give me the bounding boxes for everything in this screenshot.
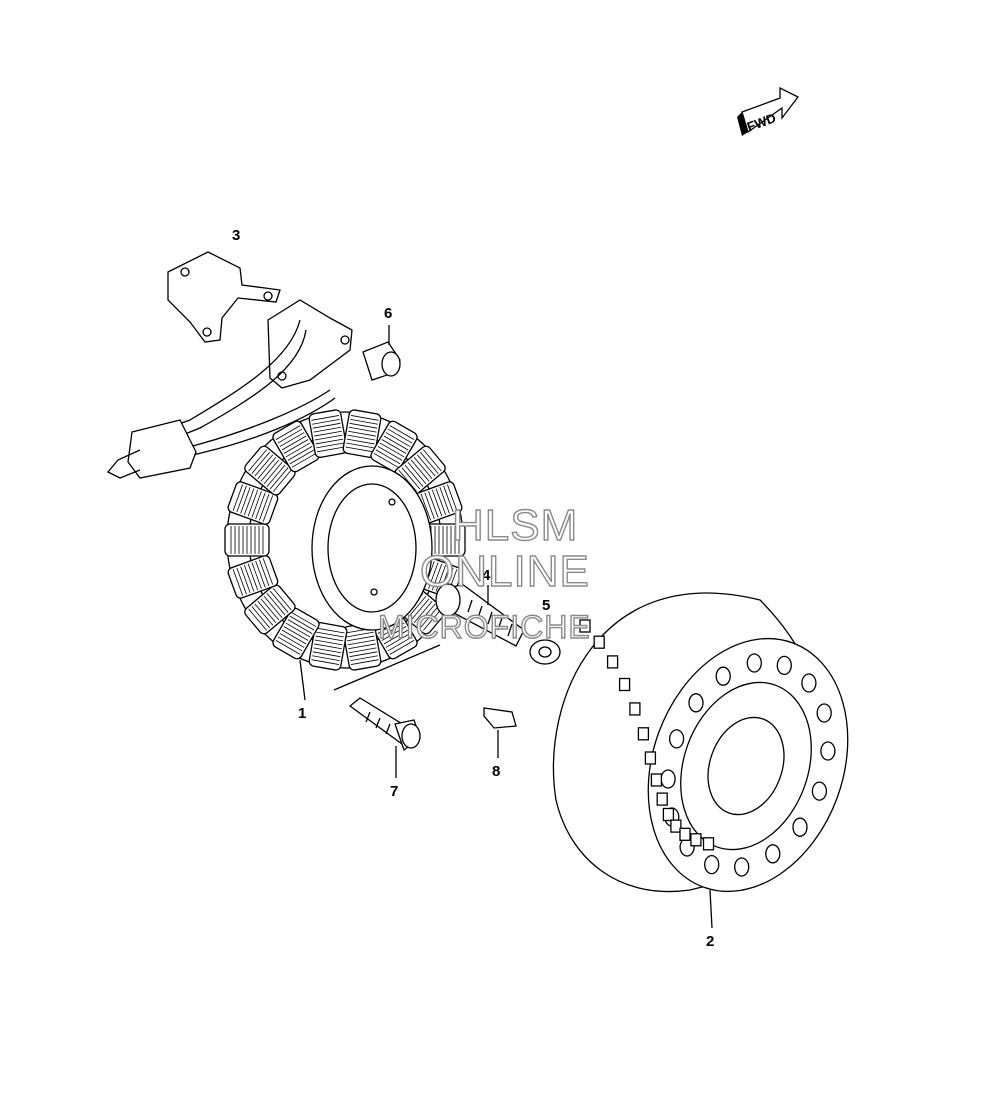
flywheel-slot [656, 792, 668, 806]
bolt-part-6[interactable] [362, 325, 401, 381]
stator-coil [244, 445, 296, 496]
flywheel-slot [593, 635, 605, 649]
flywheel-hole [660, 769, 676, 789]
flywheel-hole [765, 844, 781, 864]
stator-coil [342, 622, 382, 671]
flywheel-slot [644, 751, 657, 765]
stator-coil [370, 420, 418, 473]
flywheel-part-2[interactable] [552, 592, 882, 929]
flywheel-hole [820, 741, 836, 761]
stator-coil [342, 409, 382, 458]
watermark-line-2: ONLINE [420, 547, 590, 596]
screw-part-7[interactable] [333, 644, 441, 778]
flywheel-slot [637, 727, 650, 741]
flywheel-hole [811, 781, 828, 801]
watermark-line-1: HLSM [452, 501, 578, 550]
flywheel-hole [792, 817, 808, 837]
stator-coil [227, 555, 279, 599]
flywheel-hole [668, 729, 685, 749]
fwd-arrow-icon: FWD [737, 86, 799, 136]
stator-coil [272, 420, 320, 473]
flywheel-hole [734, 857, 750, 877]
flywheel-hole [704, 854, 720, 875]
key-part-8[interactable] [483, 707, 517, 758]
flywheel-hole [816, 703, 832, 723]
watermark-line-3: MICROFICHE [378, 609, 591, 645]
bracket-harness-part-3[interactable] [106, 251, 353, 479]
flywheel-slot [579, 619, 591, 633]
flywheel-slot [650, 773, 663, 787]
callout-4: 4 [482, 567, 491, 584]
flywheel-hole [746, 653, 762, 673]
flywheel-slot [670, 819, 682, 833]
callout-2: 2 [706, 933, 714, 950]
stator-coil [224, 523, 270, 557]
flywheel-hole [776, 655, 792, 676]
flywheel-slot [690, 833, 702, 847]
watermark: HLSM ONLINE MICROFICHE [377, 500, 591, 645]
stator-coil [308, 409, 348, 458]
stator-coil [227, 481, 279, 525]
flywheel-hole [801, 673, 817, 693]
flywheel-hole [715, 666, 731, 686]
callout-8: 8 [492, 763, 500, 780]
flywheel-slot [618, 677, 631, 692]
callout-3: 3 [232, 227, 240, 244]
stator-coil [308, 622, 348, 671]
stator-part-1[interactable] [224, 409, 466, 701]
bolt-part-4[interactable] [435, 583, 525, 647]
callout-6: 6 [384, 305, 392, 322]
flywheel-slot [702, 837, 715, 851]
stator-coil [272, 607, 320, 660]
washer-part-5[interactable] [529, 615, 561, 665]
flywheel-slot [606, 655, 619, 669]
callout-7: 7 [390, 783, 398, 800]
callout-5: 5 [542, 597, 550, 614]
callout-1: 1 [298, 705, 306, 722]
flywheel-hole [688, 693, 704, 713]
stator-coil [244, 584, 296, 635]
flywheel-slot [679, 827, 691, 841]
flywheel-slot [662, 807, 675, 822]
flywheel-slot [629, 702, 641, 716]
